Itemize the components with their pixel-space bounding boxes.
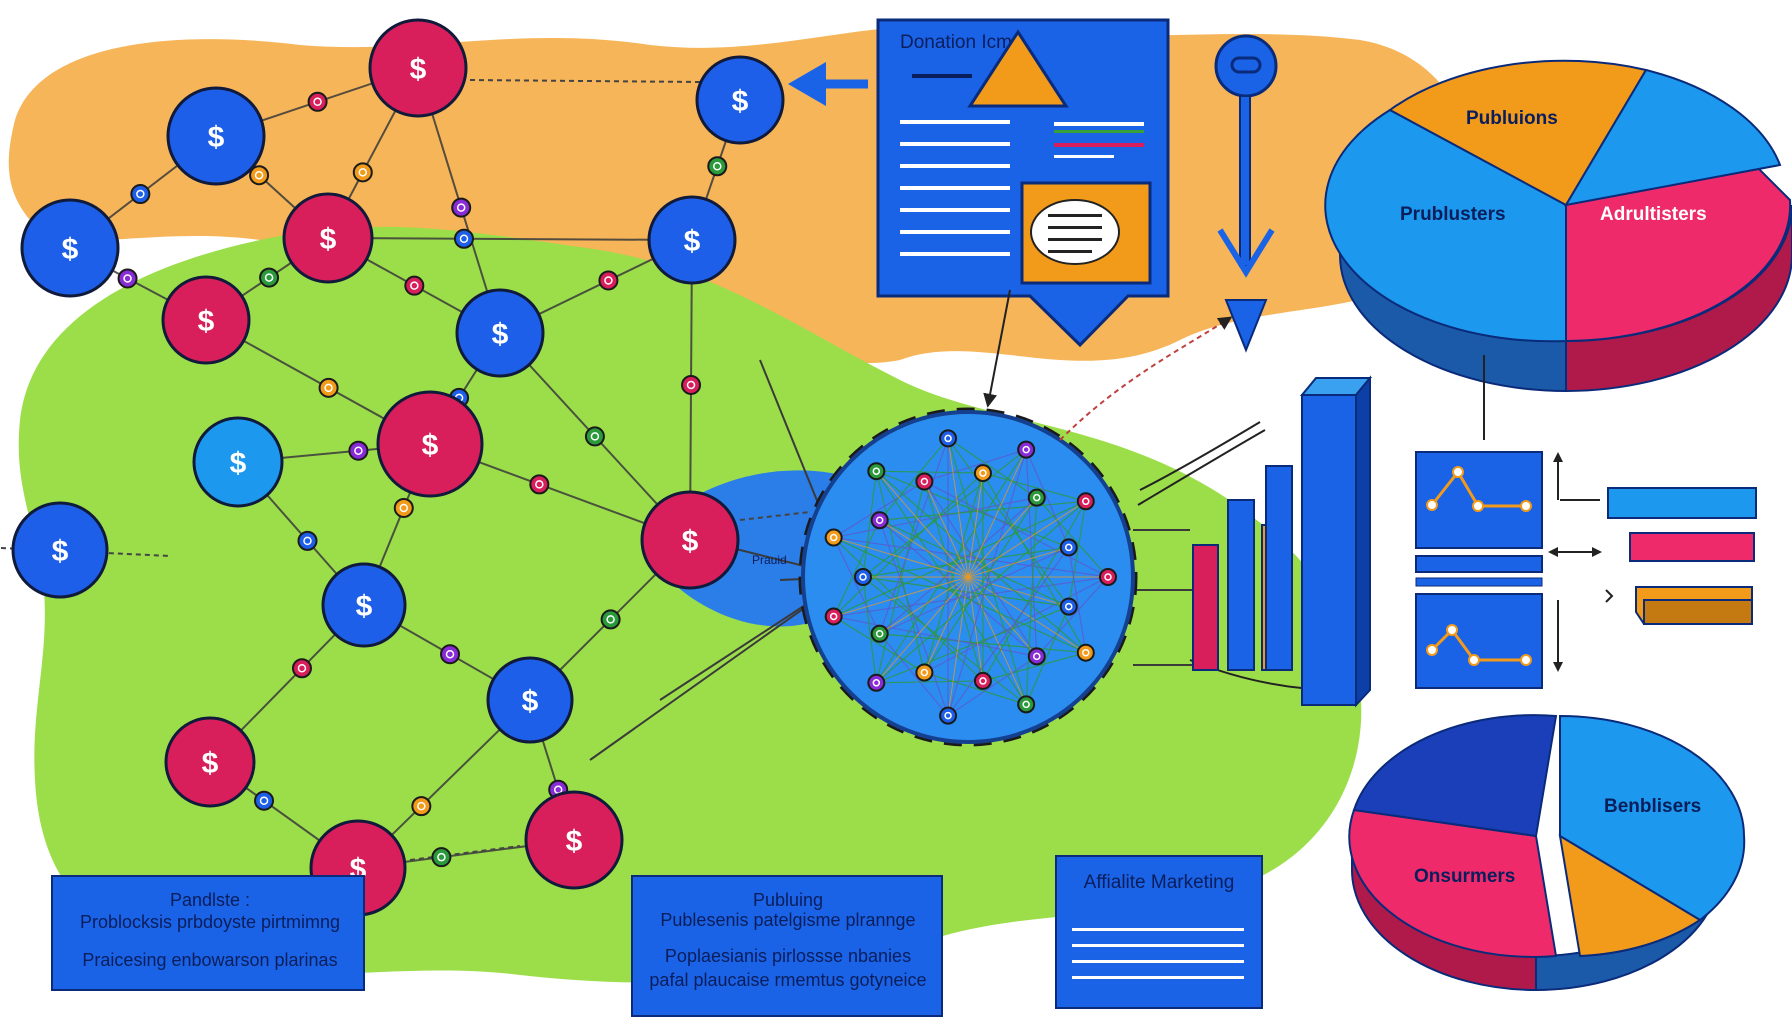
coin-symbol: $ bbox=[320, 223, 337, 256]
green-region bbox=[18, 226, 1362, 983]
dollar-coin-icon: $ bbox=[640, 490, 740, 590]
pie-chart-bottom: Benblisers Onsurmers bbox=[1348, 714, 1746, 992]
coin-symbol: $ bbox=[566, 825, 583, 858]
coin-symbol: $ bbox=[52, 535, 69, 568]
dollar-coin-icon: $ bbox=[164, 716, 256, 808]
pin-icon bbox=[1214, 34, 1278, 353]
pie-bottom-label-1: Benblisers bbox=[1604, 796, 1701, 817]
coin-symbol: $ bbox=[422, 429, 439, 462]
pie-chart-top: Publuions Prublusters Adrultisters bbox=[1324, 59, 1792, 393]
coin-symbol: $ bbox=[62, 233, 79, 266]
pie-top-label-1: Publuions bbox=[1466, 108, 1558, 129]
dollar-coin-icon: $ bbox=[321, 562, 407, 648]
dollar-coin-icon: $ bbox=[20, 198, 120, 298]
dollar-coin-icon: $ bbox=[161, 275, 251, 365]
coin-symbol: $ bbox=[492, 318, 509, 351]
coin-symbol: $ bbox=[684, 225, 701, 258]
info-left-line-3: Praicesing enbowarson plarinas bbox=[82, 950, 337, 970]
dollar-coin-icon: $ bbox=[524, 790, 624, 890]
donation-panel-title: Donation Icme bbox=[900, 32, 1023, 53]
info-middle-line-1: Publuing bbox=[753, 890, 823, 910]
info-left-line-1: Pandlste : bbox=[170, 890, 250, 910]
coin-symbol: $ bbox=[230, 447, 247, 480]
dollar-coin-icon: $ bbox=[282, 192, 374, 284]
hub-web bbox=[824, 429, 1117, 725]
central-hub: Prauid bbox=[752, 407, 1138, 747]
pie-bottom-label-2: Onsurmers bbox=[1414, 866, 1515, 887]
dollar-coin-icon: $ bbox=[166, 86, 266, 186]
affiliate-box: Affialite Marketing bbox=[1055, 855, 1263, 1009]
small-nodes bbox=[117, 91, 728, 868]
flow-panel bbox=[1415, 355, 1757, 689]
info-box-middle: Publuing Publesenis patelgisme plrannge … bbox=[631, 875, 943, 1017]
dollar-coin-icon: $ bbox=[368, 18, 468, 118]
bar-chart-graphic bbox=[1137, 375, 1373, 708]
donation-panel: Donation Icme bbox=[876, 18, 1170, 348]
coin-symbol: $ bbox=[198, 305, 215, 338]
coin-symbol: $ bbox=[682, 525, 699, 558]
coin-symbol: $ bbox=[356, 590, 373, 623]
dollar-coin-icon: $ bbox=[11, 501, 109, 599]
coin-symbol: $ bbox=[732, 85, 749, 118]
info-middle-line-4: pafal plaucaise rmemtus gotyneice bbox=[649, 970, 926, 990]
dollar-coin-icon: $ bbox=[455, 288, 545, 378]
coin-symbol: $ bbox=[410, 53, 427, 86]
hub-side-label: Prauid bbox=[752, 553, 787, 567]
speech-bubble-icon bbox=[1030, 199, 1120, 265]
dollar-coin-icon: $ bbox=[486, 656, 574, 744]
coin-symbol: $ bbox=[522, 685, 539, 718]
triangle-icon bbox=[967, 29, 1069, 108]
coin-symbol: $ bbox=[202, 747, 219, 780]
dollar-coin-icon: $ bbox=[376, 390, 484, 498]
dollar-coin-icon: $ bbox=[695, 55, 785, 145]
info-left-line-2: Problocksis prbdoyste pirtmimng bbox=[80, 912, 340, 932]
affiliate-title: Affialite Marketing bbox=[1084, 872, 1235, 893]
pie-top-label-2: Prublusters bbox=[1400, 204, 1506, 225]
dollar-coin-icon: $ bbox=[647, 195, 737, 285]
arrow-icon bbox=[788, 62, 868, 106]
pie-top-label-3: Adrultisters bbox=[1600, 204, 1707, 225]
info-middle-line-3: Poplaesianis pirlossse nbanies bbox=[665, 946, 911, 966]
info-middle-line-2: Publesenis patelgisme plrannge bbox=[660, 910, 915, 930]
dollar-coins: $$$$$$$$$$$$$$$$$ bbox=[11, 18, 785, 917]
coin-symbol: $ bbox=[208, 121, 225, 154]
info-box-left: Pandlste : Problocksis prbdoyste pirtmim… bbox=[51, 875, 365, 991]
dollar-coin-icon: $ bbox=[192, 416, 284, 508]
